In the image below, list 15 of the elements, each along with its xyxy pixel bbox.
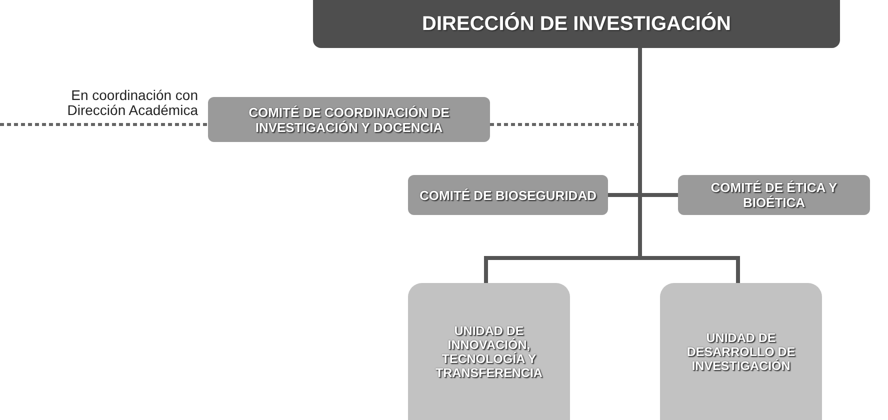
committee-box xyxy=(208,97,490,142)
connector-line xyxy=(638,48,740,283)
committee-box xyxy=(678,175,870,215)
node-label: COMITÉ DE ÉTICA Y BIOÉTICA xyxy=(710,180,838,210)
node-label: COMITÉ DE COORDINACIÓN DE INVESTIGACIÓN Y DOCENCIA xyxy=(248,104,450,134)
node-label: DIRECCIÓN DE INVESTIGACIÓN xyxy=(422,12,731,36)
unit-box xyxy=(660,283,822,420)
node-label: COMITÉ DE BIOSEGURIDAD xyxy=(420,188,596,202)
node-label: UNIDAD DE DESARROLLO DE INVESTIGACIÓN xyxy=(686,330,796,372)
node-label: UNIDAD DE INNOVACIÓN, TECNOLOGÍA Y TRANSFERENCIA xyxy=(434,324,544,380)
header-box xyxy=(313,0,840,48)
committee-box xyxy=(408,175,608,215)
unit-box xyxy=(408,283,570,420)
dashed-connector xyxy=(0,123,208,126)
note-text: En coordinación con Dirección Académica xyxy=(66,88,198,118)
